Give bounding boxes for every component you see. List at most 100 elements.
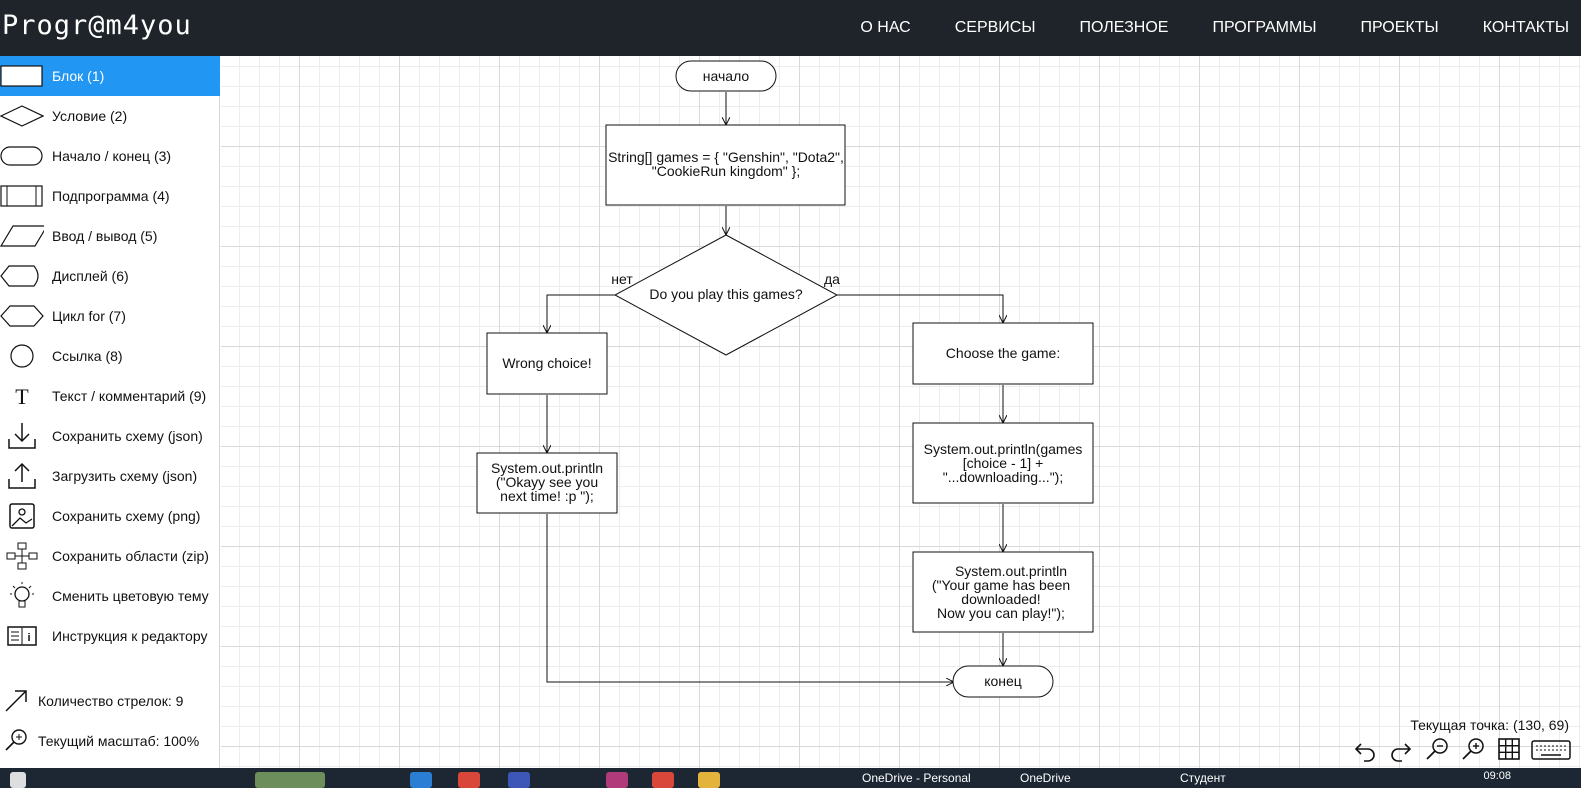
sidebar-item-save-png[interactable]: Сохранить схему (png) bbox=[0, 496, 220, 536]
terminator-icon bbox=[0, 136, 44, 176]
chrome-icon[interactable] bbox=[458, 772, 480, 788]
arrow-condition-no[interactable] bbox=[547, 294, 616, 332]
node-text-line: Wrong choice! bbox=[502, 355, 591, 371]
sidebar-item-label: Сохранить схему (png) bbox=[52, 508, 201, 524]
nav-useful[interactable]: ПОЛЕЗНОЕ bbox=[1079, 19, 1169, 36]
search-widget-icon[interactable] bbox=[255, 772, 325, 788]
sidebar-item-label: Сменить цветовую тему bbox=[52, 588, 209, 604]
loop-hexagon-icon bbox=[0, 296, 44, 336]
node-games-array[interactable]: String[] games = { "Genshin", "Dota2", "… bbox=[605, 124, 846, 206]
block-rect-icon bbox=[0, 56, 44, 96]
svg-text:T: T bbox=[15, 384, 29, 409]
display-icon bbox=[0, 256, 44, 296]
chrome-icon[interactable] bbox=[652, 772, 674, 788]
node-okay-print[interactable]: System.out.println ("Okayy see you next … bbox=[476, 452, 618, 514]
canvas-toolbar bbox=[1351, 735, 1571, 763]
current-point-status: Текущая точка: (130, 69) bbox=[1410, 717, 1569, 733]
sidebar: Блок (1) Условие (2) Начало / конец (3) … bbox=[0, 56, 220, 768]
node-choose-game[interactable]: Choose the game: bbox=[912, 322, 1094, 385]
hierarchy-icon bbox=[0, 536, 44, 576]
windows-start-icon[interactable] bbox=[10, 772, 26, 788]
svg-text:i: i bbox=[27, 632, 30, 644]
arrow-condition-yes[interactable] bbox=[836, 294, 1003, 322]
node-print-games[interactable]: System.out.println(games [choice - 1] + … bbox=[912, 422, 1094, 504]
zoom-level: Текущий масштаб: 100% bbox=[0, 726, 220, 756]
node-wrong-choice[interactable]: Wrong choice! bbox=[486, 332, 608, 395]
node-end[interactable]: конец bbox=[952, 665, 1054, 698]
folder-icon[interactable] bbox=[698, 772, 720, 788]
node-text-line: Choose the game: bbox=[946, 345, 1060, 361]
io-parallelogram-icon bbox=[0, 216, 44, 256]
zoom-icon bbox=[0, 726, 32, 756]
sidebar-item-connector[interactable]: Ссылка (8) bbox=[0, 336, 220, 376]
upload-icon bbox=[0, 456, 44, 496]
sidebar-item-label: Блок (1) bbox=[52, 68, 105, 84]
taskbar-item[interactable]: OneDrive - Personal bbox=[862, 771, 971, 785]
node-text-line: downloaded! bbox=[961, 591, 1040, 607]
taskbar-item[interactable]: OneDrive bbox=[1020, 771, 1071, 785]
zoom-in-icon[interactable] bbox=[1459, 735, 1487, 763]
sidebar-item-label: Загрузить схему (json) bbox=[52, 468, 198, 484]
lightbulb-icon bbox=[0, 576, 44, 616]
sidebar-item-label: Ссылка (8) bbox=[52, 348, 123, 364]
sidebar-item-label: Цикл for (7) bbox=[52, 308, 126, 324]
app-icon[interactable] bbox=[508, 772, 530, 788]
taskbar-clock: 09:08 bbox=[1483, 770, 1511, 782]
zoom-out-icon[interactable] bbox=[1423, 735, 1451, 763]
arrow-icon bbox=[0, 686, 32, 716]
node-downloaded-print[interactable]: System.out.println ("Your game has been … bbox=[912, 551, 1094, 633]
download-icon bbox=[0, 416, 44, 456]
sidebar-item-theme[interactable]: Сменить цветовую тему bbox=[0, 576, 220, 616]
sidebar-item-text[interactable]: T Текст / комментарий (9) bbox=[0, 376, 220, 416]
node-text-line: "...downloading..."); bbox=[943, 469, 1063, 485]
sidebar-item-terminator[interactable]: Начало / конец (3) bbox=[0, 136, 220, 176]
node-text-line: System.out.println(games bbox=[924, 441, 1083, 457]
yes-branch-label: да bbox=[824, 271, 840, 287]
node-text-line: next time! :p "); bbox=[500, 488, 594, 504]
no-branch-label: нет bbox=[611, 271, 633, 287]
node-condition[interactable]: Do you play this games? bbox=[613, 234, 839, 356]
sidebar-item-io[interactable]: Ввод / вывод (5) bbox=[0, 216, 220, 256]
nav-projects[interactable]: ПРОЕКТЫ bbox=[1360, 19, 1439, 36]
zoom-label: Текущий масштаб: 100% bbox=[38, 733, 200, 749]
sidebar-item-label: Подпрограмма (4) bbox=[52, 188, 170, 204]
redo-icon[interactable] bbox=[1387, 735, 1415, 763]
keyboard-icon[interactable] bbox=[1531, 735, 1571, 763]
sidebar-item-condition[interactable]: Условие (2) bbox=[0, 96, 220, 136]
sidebar-item-loop[interactable]: Цикл for (7) bbox=[0, 296, 220, 336]
sidebar-item-display[interactable]: Дисплей (6) bbox=[0, 256, 220, 296]
flowchart: начало String[] games = { "Genshin", "Do… bbox=[476, 60, 1094, 698]
node-start-text: начало bbox=[703, 68, 750, 84]
app-icon[interactable] bbox=[410, 772, 432, 788]
taskbar-item[interactable]: Студент bbox=[1180, 771, 1226, 785]
node-text-line: String[] games = { "Genshin", "Dota2", bbox=[608, 149, 844, 165]
site-logo[interactable]: Progr@m4you bbox=[2, 10, 192, 41]
node-text-line: Now you can play!"); bbox=[937, 605, 1065, 621]
arrow-okay-end[interactable] bbox=[546, 514, 953, 682]
sidebar-item-label: Сохранить схему (json) bbox=[52, 428, 203, 444]
nav-programs[interactable]: ПРОГРАММЫ bbox=[1212, 19, 1317, 36]
grid-icon[interactable] bbox=[1495, 735, 1523, 763]
sidebar-item-load-json[interactable]: Загрузить схему (json) bbox=[0, 456, 220, 496]
node-text-line: ("Okayy see you bbox=[496, 474, 598, 490]
node-text-line: System.out.println bbox=[955, 563, 1067, 579]
sidebar-item-block[interactable]: Блок (1) bbox=[0, 56, 220, 96]
nav-contacts[interactable]: КОНТАКТЫ bbox=[1482, 19, 1569, 36]
arrow-count: Количество стрелок: 9 bbox=[0, 686, 220, 716]
nav-services[interactable]: СЕРВИСЫ bbox=[954, 19, 1036, 36]
sidebar-item-label: Условие (2) bbox=[52, 108, 128, 124]
sidebar-item-label: Ввод / вывод (5) bbox=[52, 228, 158, 244]
app-icon[interactable] bbox=[606, 772, 628, 788]
diagram-canvas[interactable]: начало String[] games = { "Genshin", "Do… bbox=[221, 56, 1581, 768]
sidebar-item-subroutine[interactable]: Подпрограмма (4) bbox=[0, 176, 220, 216]
sidebar-item-save-zip[interactable]: Сохранить области (zip) bbox=[0, 536, 220, 576]
node-start[interactable]: начало bbox=[675, 60, 777, 92]
sidebar-item-save-json[interactable]: Сохранить схему (json) bbox=[0, 416, 220, 456]
connector-circle-icon bbox=[0, 336, 44, 376]
image-icon bbox=[0, 496, 44, 536]
sidebar-item-manual[interactable]: i Инструкция к редактору bbox=[0, 616, 220, 656]
node-text-line: "CookieRun kingdom" }; bbox=[652, 163, 800, 179]
undo-icon[interactable] bbox=[1351, 735, 1379, 763]
top-navbar: Progr@m4you О НАС СЕРВИСЫ ПОЛЕЗНОЕ ПРОГР… bbox=[0, 0, 1581, 56]
nav-about[interactable]: О НАС bbox=[860, 19, 911, 36]
